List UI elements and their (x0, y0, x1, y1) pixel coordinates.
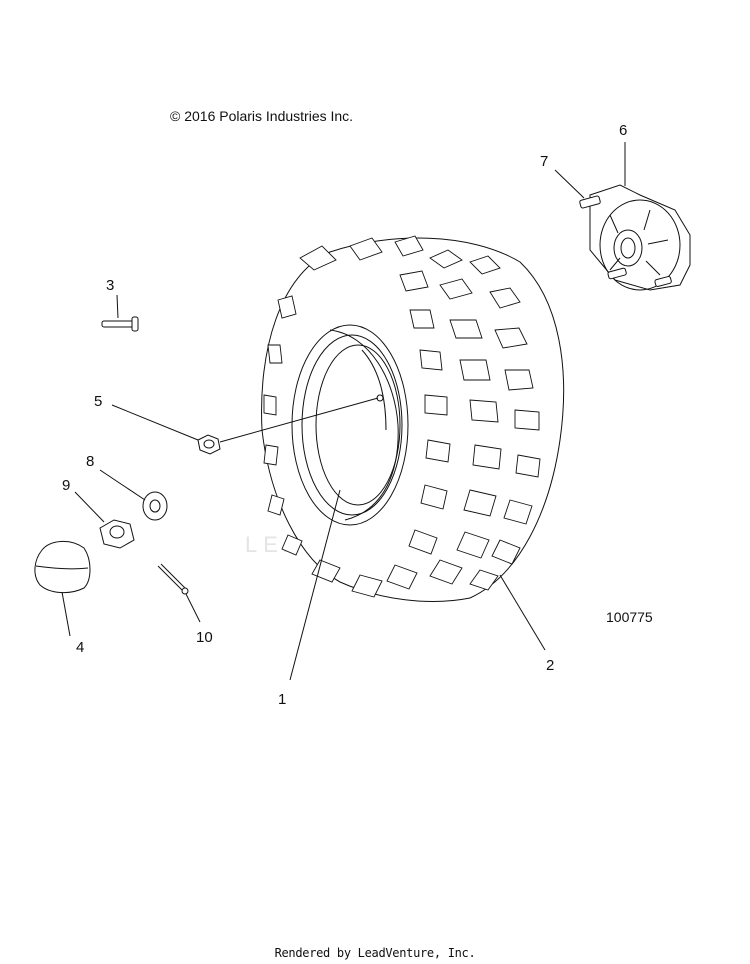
cotter-pin-part[interactable] (157, 563, 189, 595)
callout-7: 7 (540, 153, 548, 170)
tread-pattern (263, 235, 541, 598)
copyright-text: © 2016 Polaris Industries Inc. (170, 108, 354, 124)
callout-4: 4 (76, 639, 84, 656)
hub-part[interactable] (589, 184, 691, 291)
leader-lines (61, 142, 626, 681)
callout-6: 6 (619, 122, 627, 139)
dust-cap-part[interactable] (34, 541, 91, 593)
bolt-part[interactable] (101, 316, 139, 332)
callout-5: 5 (94, 393, 102, 410)
callout-1: 1 (278, 691, 286, 708)
callout-3: 3 (106, 277, 114, 294)
diagram-number: 100775 (606, 609, 653, 625)
callout-2: 2 (546, 657, 554, 674)
callout-9: 9 (62, 477, 70, 494)
washer-part[interactable] (142, 491, 168, 521)
castle-nut-part[interactable] (99, 519, 135, 549)
lug-nut-part[interactable] (197, 434, 221, 455)
callout-8: 8 (86, 453, 94, 470)
stud-part[interactable] (579, 195, 672, 287)
footer-credit: Rendered by LeadVenture, Inc. (274, 946, 476, 960)
callout-10: 10 (196, 629, 213, 646)
callout-labels: 1 2 3 4 5 6 7 8 9 10 (62, 122, 627, 708)
wheel-rim-part[interactable] (291, 324, 409, 526)
